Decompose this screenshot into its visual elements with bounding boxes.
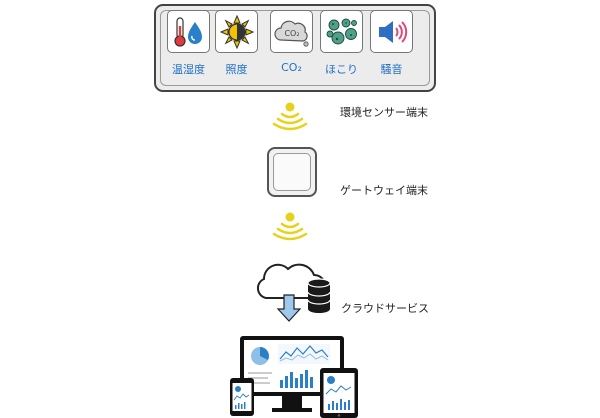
cloud-service-label: クラウドサービス [341,302,429,315]
sun-icon [219,14,254,49]
sensor-co2: CO₂ CO₂ [270,10,313,74]
database-icon [307,278,331,313]
tablet-icon [320,368,358,418]
gateway-device [267,147,317,197]
svg-text:CO₂: CO₂ [284,29,299,38]
thermometer-droplet-icon [173,16,202,47]
gateway-label: ゲートウェイ端末 [340,184,428,197]
speaker-sound-icon [378,20,407,43]
download-arrow-icon [276,294,302,322]
co2-cloud-icon: CO₂ [273,20,309,47]
sensor-label: 騒音 [380,63,403,76]
wireless-signal-icon [272,102,308,131]
sensor-label: 温湿度 [172,63,205,76]
sensor-label: CO₂ [281,61,302,74]
smartphone-icon [230,378,254,416]
sensor-label: 照度 [225,63,248,76]
sensor-noise: 騒音 [370,10,413,77]
sensor-dust: ほこり [320,10,363,77]
sensor-temperature-humidity: 温湿度 [167,10,210,77]
cloud-service-icon [256,263,331,322]
dust-particles-icon [326,18,357,44]
sensor-terminal-label: 環境センサー端末 [340,106,428,119]
client-devices-icon [230,336,358,418]
sensor-illuminance: 照度 [215,10,258,77]
sensor-label: ほこり [325,63,358,76]
wireless-signal-icon [272,212,308,241]
